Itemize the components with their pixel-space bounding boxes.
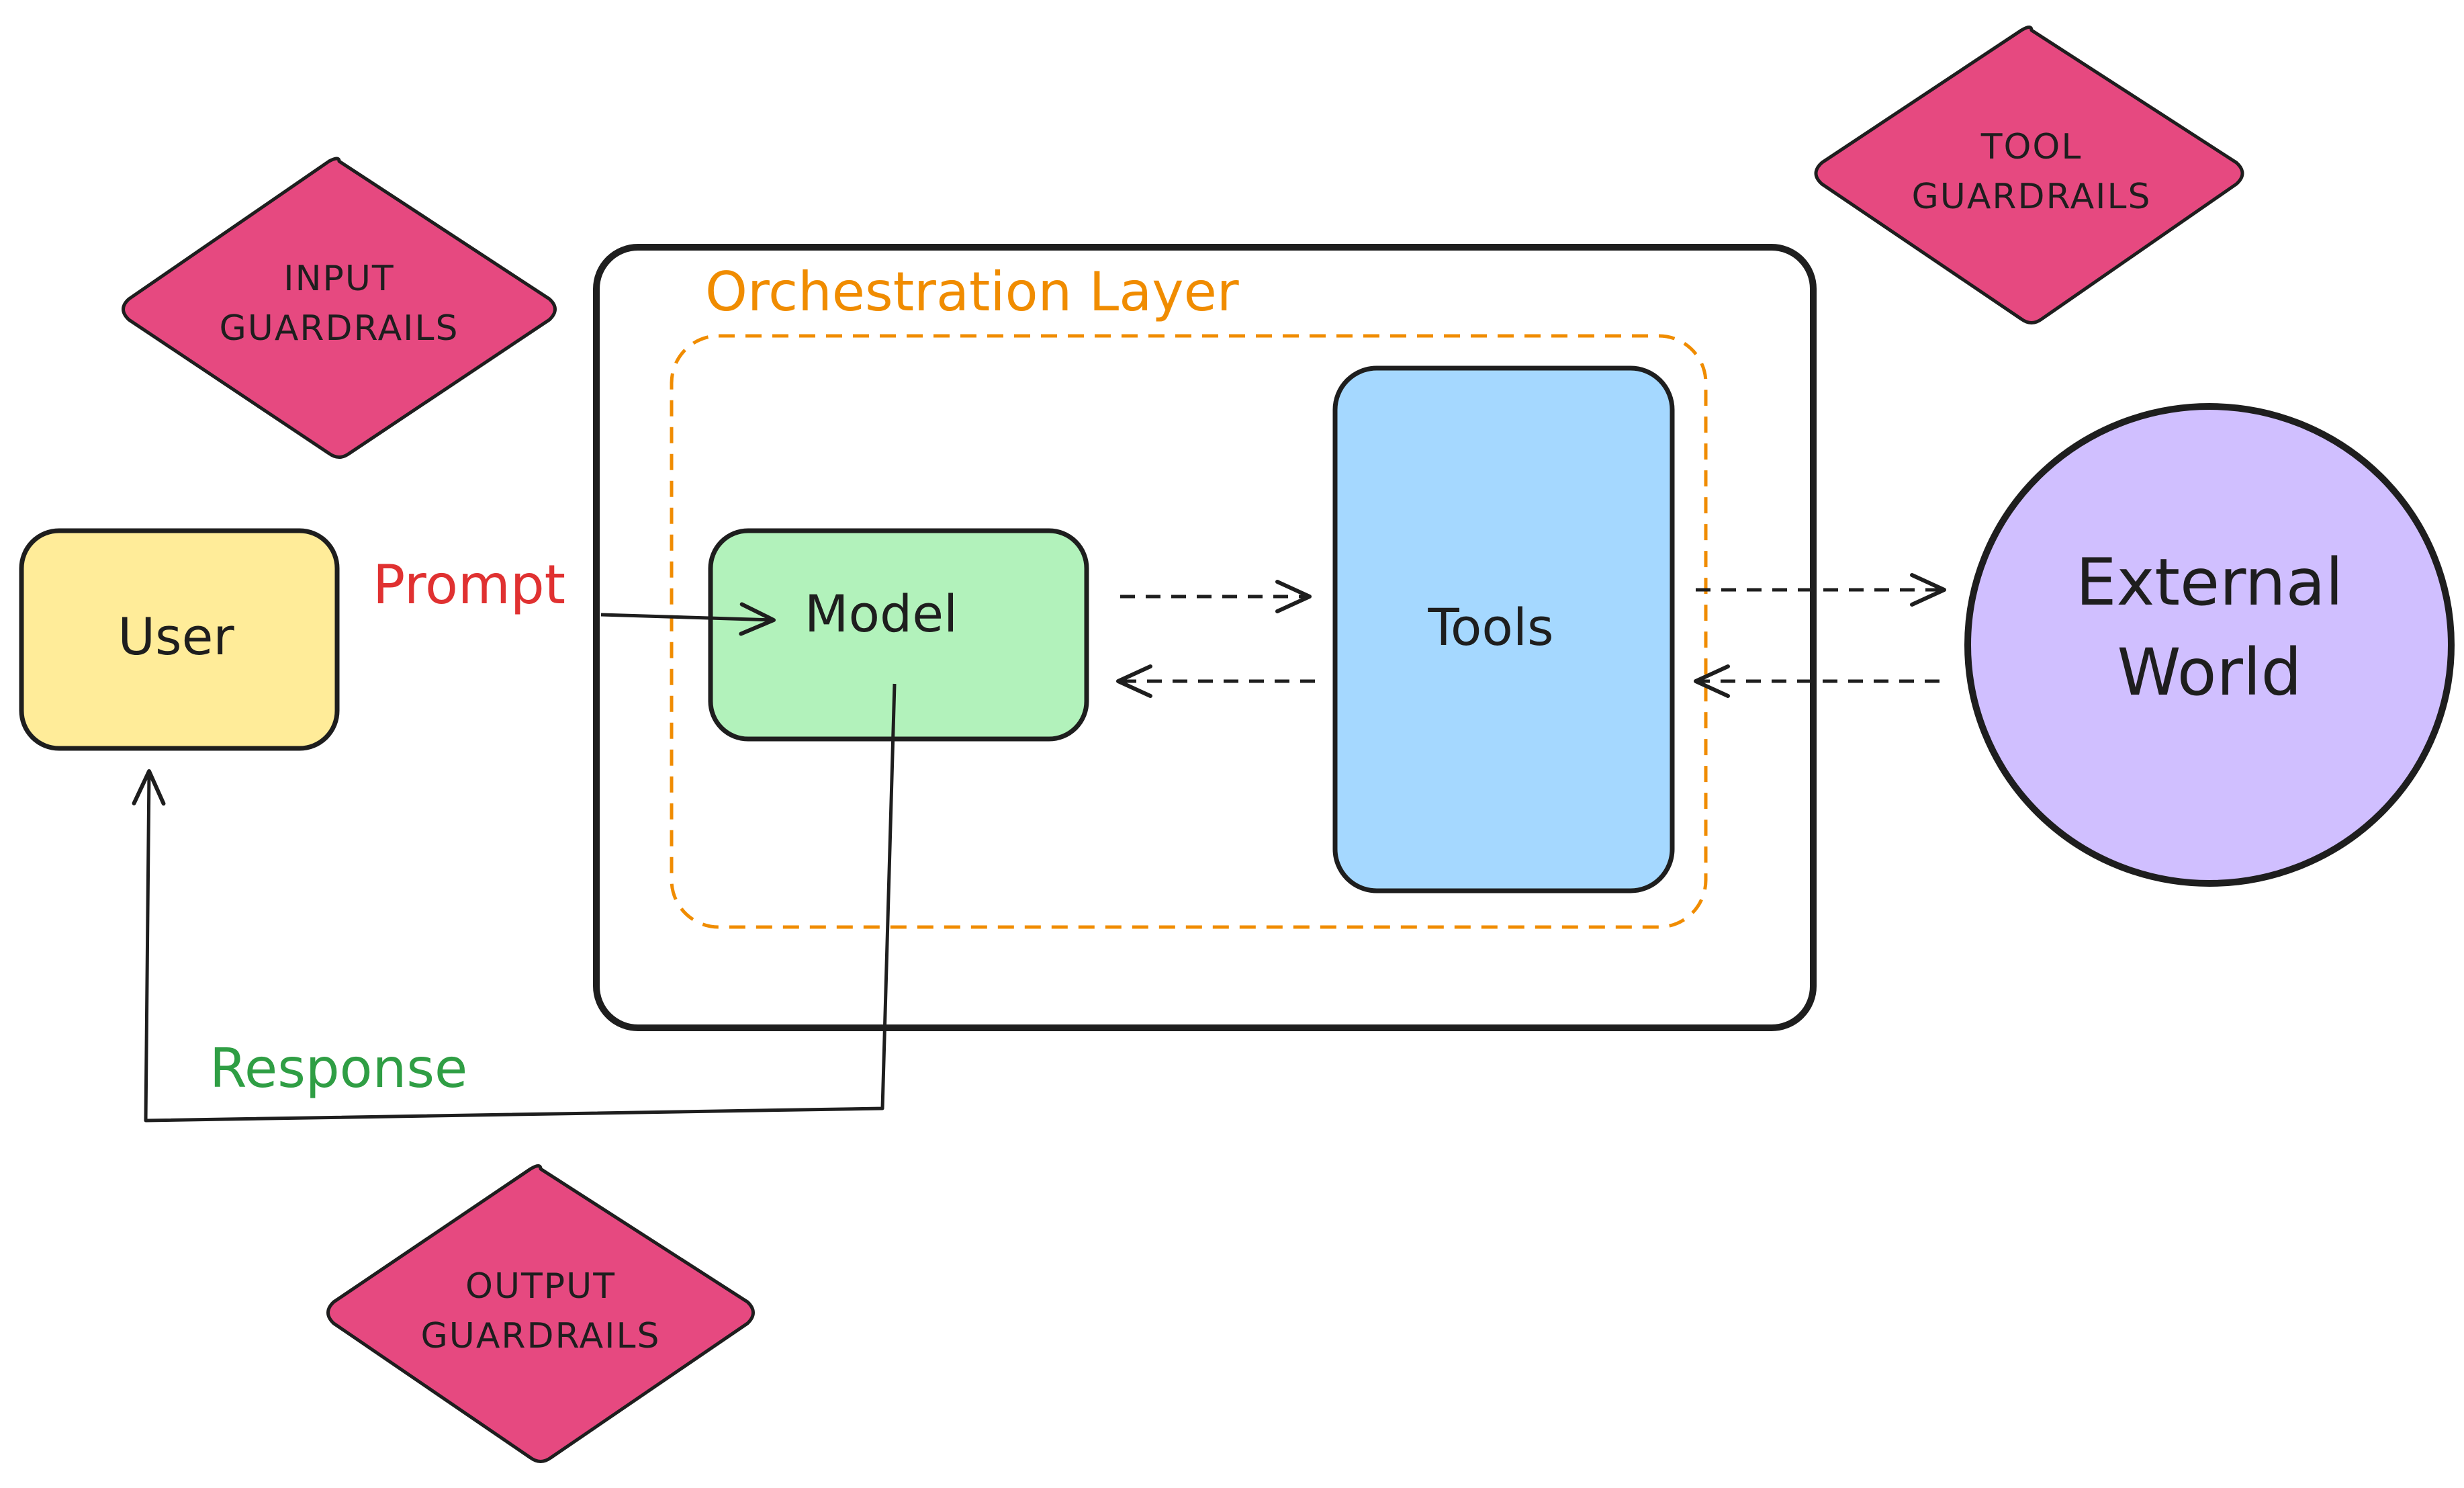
- prompt-edge: Prompt: [373, 554, 776, 636]
- user-box: [19, 528, 340, 751]
- output-guardrails-label-line1: OUTPUT: [465, 1266, 616, 1307]
- tools-node: Tools: [1332, 365, 1675, 893]
- tool-guardrails-diamond: [1814, 26, 2244, 324]
- tool-guardrails: TOOL GUARDRAILS: [1814, 26, 2244, 324]
- input-guardrails-diamond: [122, 157, 557, 459]
- model-box: [708, 528, 1089, 742]
- output-guardrails: OUTPUT GUARDRAILS: [326, 1164, 755, 1463]
- response-label: Response: [210, 1037, 467, 1100]
- model-tools-edges: [1116, 580, 1315, 698]
- orchestration-layer-label: Orchestration Layer: [705, 261, 1239, 323]
- external-world-node: External World: [1964, 403, 2455, 887]
- output-guardrails-label-line2: GUARDRAILS: [420, 1316, 660, 1356]
- output-guardrails-diamond: [326, 1164, 755, 1463]
- external-world-circle: [1964, 403, 2455, 887]
- external-world-label-line2: World: [2117, 635, 2301, 710]
- response-arrow: [132, 683, 897, 1123]
- tools-external-edges: [1694, 573, 1946, 698]
- response-edge: Response: [132, 683, 897, 1123]
- prompt-label: Prompt: [373, 554, 565, 616]
- model-label: Model: [805, 584, 958, 644]
- model-node: Model: [708, 528, 1089, 742]
- input-guardrails: INPUT GUARDRAILS: [122, 157, 557, 459]
- tools-label: Tools: [1427, 597, 1553, 657]
- user-label: User: [118, 607, 234, 666]
- user-node: User: [19, 528, 340, 751]
- orchestration-dashed-boundary: [670, 334, 1708, 929]
- input-guardrails-label-line2: GUARDRAILS: [219, 308, 459, 349]
- input-guardrails-label-line1: INPUT: [283, 259, 394, 299]
- external-world-label-line1: External: [2076, 545, 2343, 620]
- prompt-arrow: [600, 602, 776, 636]
- tool-guardrails-label-line2: GUARDRAILS: [1911, 177, 2151, 217]
- tools-box: [1332, 365, 1675, 893]
- tool-guardrails-label-line1: TOOL: [1980, 127, 2083, 167]
